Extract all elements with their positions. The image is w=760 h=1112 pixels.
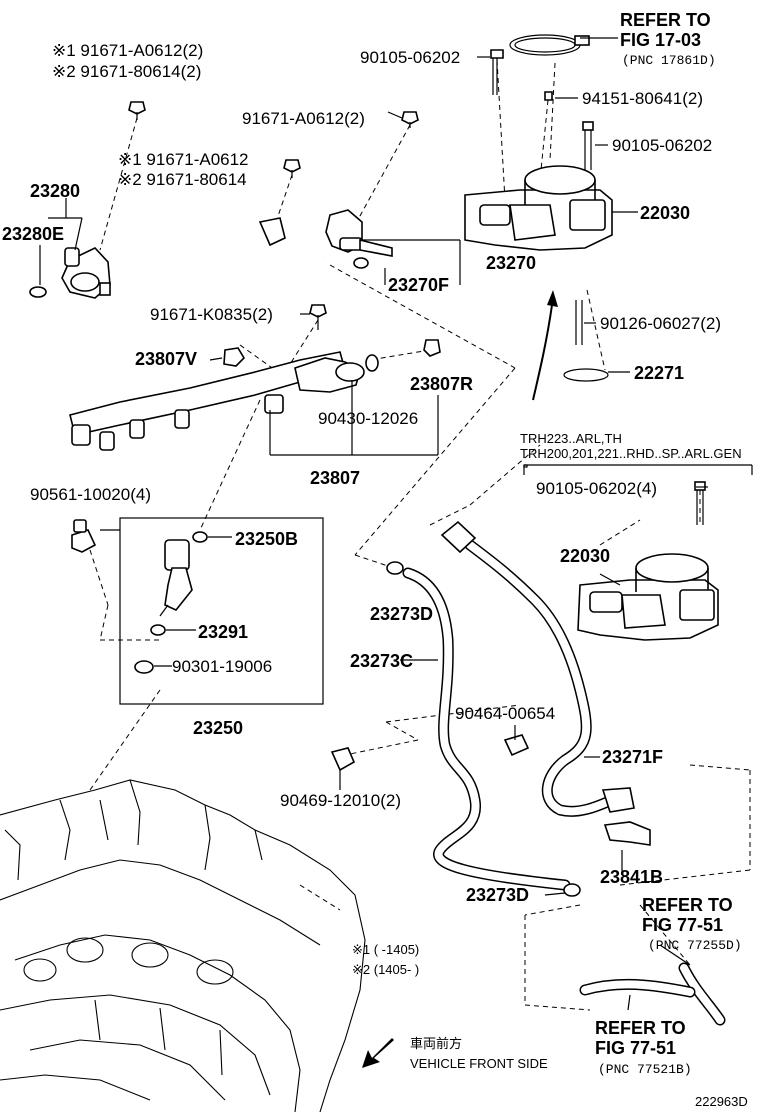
fuel-pipe-23280[interactable] xyxy=(61,217,326,299)
injector-23250[interactable] xyxy=(159,539,193,617)
bolt-91671-mid[interactable] xyxy=(283,159,301,178)
label-90105-top: 90105-06202 xyxy=(360,48,460,67)
o-ring-23250b[interactable] xyxy=(192,531,208,543)
direction-en: VEHICLE FRONT SIDE xyxy=(410,1056,548,1071)
bolt-90105-variant[interactable] xyxy=(694,481,706,525)
label-90105-variant: 90105-06202(4) xyxy=(536,479,657,498)
label-90464: 90464-00654 xyxy=(455,704,555,723)
label-90126: 90126-06027(2) xyxy=(600,314,721,333)
label-23250: 23250 xyxy=(193,718,243,738)
label-90105-mid: 90105-06202 xyxy=(612,136,712,155)
engine-block-outline xyxy=(0,779,366,1112)
refer-fig17-line1: REFER TO xyxy=(620,10,711,30)
hose-23273c[interactable] xyxy=(402,567,571,891)
clamp-ring-top[interactable] xyxy=(509,34,590,56)
insulator-23291[interactable] xyxy=(150,624,166,636)
label-23280: 23280 xyxy=(30,181,80,201)
refer-fig77a-line1: REFER TO xyxy=(642,895,733,915)
spacer-23807v[interactable] xyxy=(223,347,246,367)
bolt-90105-mid[interactable] xyxy=(582,121,594,170)
variant-line1: TRH223..ARL,TH xyxy=(520,431,622,446)
hose-clamp-23273d-bottom[interactable] xyxy=(563,883,581,897)
label-bolt-alt-2: ※2 91671-80614(2) xyxy=(52,62,201,81)
label-91671-k0835: 91671-K0835(2) xyxy=(150,305,273,324)
label-94151: 94151-80641(2) xyxy=(582,89,703,108)
refer-fig77b-line3: (PNC 77521B) xyxy=(598,1062,692,1077)
hose-refer-77521b[interactable] xyxy=(579,978,696,998)
gasket-22271[interactable] xyxy=(563,368,609,382)
label-22271: 22271 xyxy=(634,363,684,383)
label-23270: 23270 xyxy=(486,253,536,273)
connector-23841b[interactable] xyxy=(601,787,651,846)
hose-connector-top[interactable] xyxy=(440,520,477,554)
label-23807r: 23807R xyxy=(410,374,473,394)
variant-line2: TRH200,201,221..RHD..SP..ARL.GEN xyxy=(520,446,742,461)
label-bolt-mid-1: ※1 91671-A0612 xyxy=(118,150,249,169)
refer-fig17-line3: (PNC 17861D) xyxy=(622,53,716,68)
label-23807: 23807 xyxy=(310,468,360,488)
refer-fig17-03[interactable]: REFER TO FIG 17-03 (PNC 17861D) xyxy=(620,10,716,68)
leader-dashes xyxy=(89,59,751,1011)
plug-23807r[interactable] xyxy=(423,339,441,357)
clip-90464[interactable] xyxy=(503,734,530,757)
refer-fig77b-line1: REFER TO xyxy=(595,1018,686,1038)
grommet-90561[interactable] xyxy=(71,519,97,553)
label-23807v: 23807V xyxy=(135,349,197,369)
figure-id: 222963D xyxy=(695,1094,748,1109)
stud-90126[interactable] xyxy=(575,300,583,345)
label-23841b: 23841B xyxy=(600,867,663,887)
o-ring-90430[interactable] xyxy=(365,354,379,372)
bolt-90105-top[interactable] xyxy=(490,49,504,95)
label-23273d-bottom: 23273D xyxy=(466,885,529,905)
label-23250b: 23250B xyxy=(235,529,298,549)
label-90301: 90301-19006 xyxy=(172,657,272,676)
hose-23271f[interactable] xyxy=(464,539,618,817)
clip-90469[interactable] xyxy=(330,747,356,772)
label-91671-a0612: 91671-A0612(2) xyxy=(242,109,365,128)
label-23280e: 23280E xyxy=(2,224,64,244)
label-23273c: 23273C xyxy=(350,651,413,671)
injector-box-23250 xyxy=(119,517,324,705)
o-ring-90301[interactable] xyxy=(134,660,154,674)
label-90469: 90469-12010(2) xyxy=(280,791,401,810)
fuel-rail-23807[interactable] xyxy=(69,351,365,451)
front-arrow-icon xyxy=(362,1038,394,1068)
label-bolt-mid-2: ※2 91671-80614 xyxy=(118,170,247,189)
bolt-91671-a0612[interactable] xyxy=(401,111,419,128)
throttle-body-22030-top[interactable] xyxy=(464,165,613,251)
refer-fig17-line2: FIG 17-03 xyxy=(620,30,701,50)
bolt-91671-k0835[interactable] xyxy=(309,304,327,330)
throttle-body-22030-variant[interactable] xyxy=(577,553,719,641)
refer-fig77-51-b[interactable]: REFER TO FIG 77-51 (PNC 77521B) xyxy=(595,1018,692,1077)
label-23271f: 23271F xyxy=(602,747,663,767)
label-22030-variant: 22030 xyxy=(560,546,610,566)
leader-lines xyxy=(39,37,708,1011)
label-23270f: 23270F xyxy=(388,275,449,295)
direction-jp: 車両前方 xyxy=(410,1036,462,1051)
label-bolt-alt-1: ※1 91671-A0612(2) xyxy=(52,41,203,60)
label-22030-top: 22030 xyxy=(640,203,690,223)
refer-fig77a-line3: (PNC 77255D) xyxy=(648,938,742,953)
label-23273d-top: 23273D xyxy=(370,604,433,624)
bolt-91671-top[interactable] xyxy=(128,101,146,120)
label-90561: 90561-10020(4) xyxy=(30,485,151,504)
nut-94151[interactable] xyxy=(544,91,553,101)
hose-clamp-23273d-top[interactable] xyxy=(386,561,404,575)
footnote-1: ※1 ( -1405) xyxy=(352,942,419,957)
refer-fig77b-line2: FIG 77-51 xyxy=(595,1038,676,1058)
label-23291: 23291 xyxy=(198,622,248,642)
refer-fig77-51-a[interactable]: REFER TO FIG 77-51 (PNC 77255D) xyxy=(642,895,742,953)
arrow-up xyxy=(532,290,558,401)
vehicle-front-indicator: 車両前方 VEHICLE FRONT SIDE xyxy=(362,1036,548,1071)
footnote-2: ※2 (1405- ) xyxy=(352,962,419,977)
refer-fig77a-line2: FIG 77-51 xyxy=(642,915,723,935)
label-90430: 90430-12026 xyxy=(318,409,418,428)
hose-refer-77255d[interactable] xyxy=(678,962,726,1026)
pulsation-damper-23270[interactable] xyxy=(325,209,393,269)
o-ring-23280e[interactable] xyxy=(29,286,47,298)
